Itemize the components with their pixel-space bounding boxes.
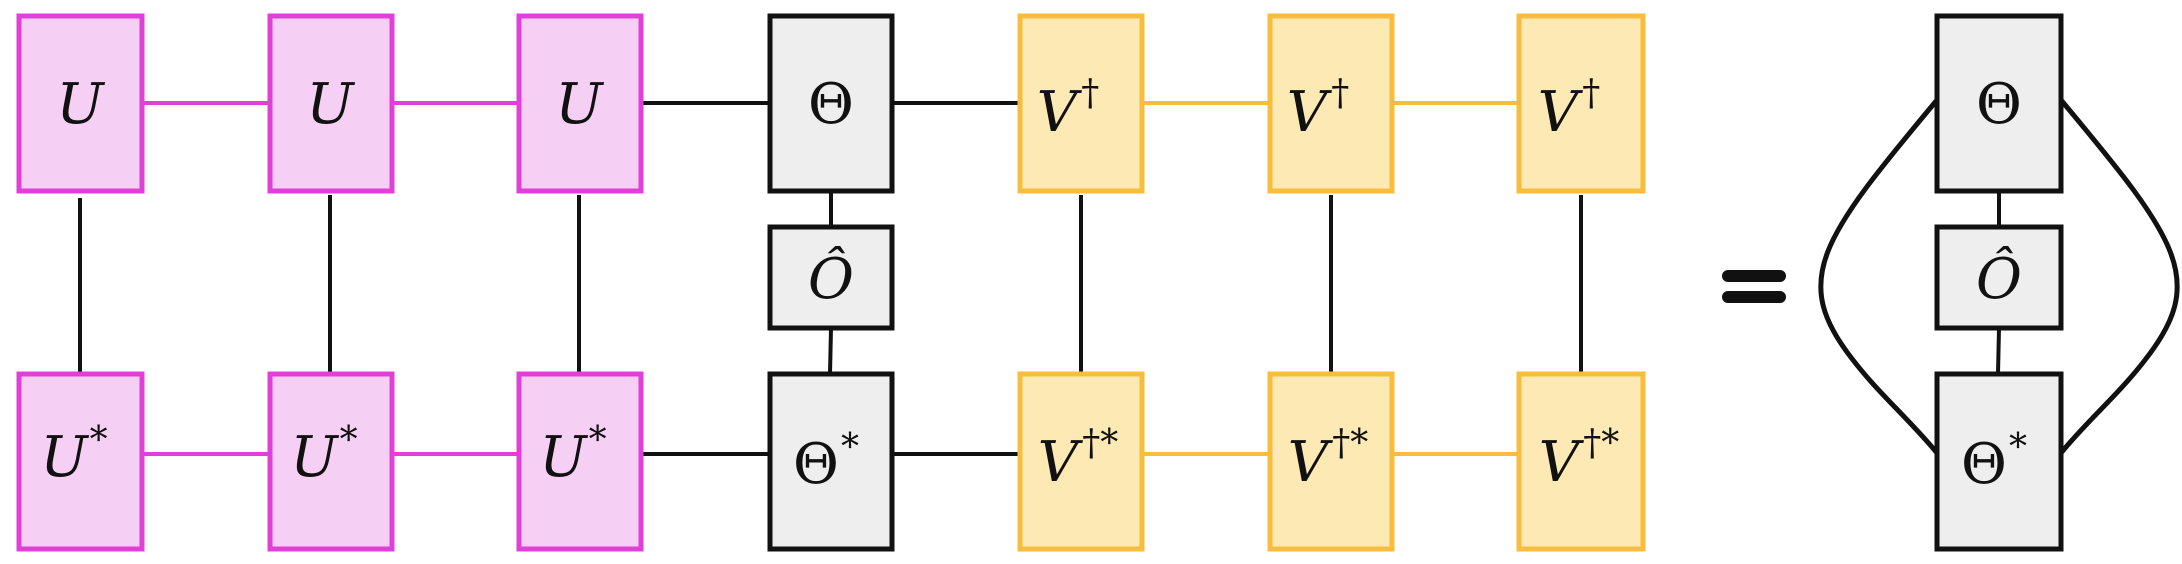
tensor-v-dagger-2: V† xyxy=(1267,13,1395,194)
tensor-u-2-box xyxy=(267,13,395,194)
tensor-u-3-label: U xyxy=(555,72,604,137)
tensor-theta-conj-base: Θ xyxy=(793,432,839,497)
tensor-v-dagger-3: V† xyxy=(1516,13,1646,194)
tensor-v-dagger-3-box xyxy=(1516,13,1646,194)
tensor-operator-box xyxy=(767,224,895,331)
tensor-v-dagger-3-base: V xyxy=(1538,80,1584,145)
tensor-v-dagger-conj-2-base: V xyxy=(1288,430,1334,495)
tensor-u-conj-1-sup: * xyxy=(90,420,108,461)
tensor-v-dagger-2-sup: † xyxy=(1331,73,1349,114)
tensor-v-dagger-2-base: V xyxy=(1287,80,1333,145)
tensor-u-conj-2-box xyxy=(267,371,395,552)
reduced-tensor-operator-box xyxy=(1934,224,2064,331)
tensor-u-conj-1-box xyxy=(16,371,145,552)
tensor-v-dagger-2-text: V† xyxy=(1287,73,1349,145)
tensor-v-dagger-1: V† xyxy=(1017,13,1145,194)
tensor-u-2-label: U xyxy=(306,72,355,137)
left-loop-bond xyxy=(1818,98,1939,455)
tensor-v-dagger-conj-2-box xyxy=(1267,371,1395,552)
tensor-u-conj-1-base: U xyxy=(40,425,89,490)
tensor-theta-conj-box xyxy=(767,371,895,552)
reduced-tensor-theta-conj-text: Θ* xyxy=(1961,427,2027,497)
equals-bar-top xyxy=(1722,270,1786,282)
equals-sign xyxy=(1722,270,1786,303)
tensor-u-conj-3-sup: * xyxy=(589,420,607,461)
reduced-bond-op-thetaconj xyxy=(1996,327,2001,375)
tensor-v-dagger-1-base: V xyxy=(1037,80,1083,145)
bond-op-thetaconj xyxy=(828,327,833,375)
tensor-v-dagger-conj-3: V†* xyxy=(1516,371,1646,552)
tensor-u-conj-3: U* xyxy=(516,371,644,552)
tensor-v-dagger-1-box xyxy=(1017,13,1145,194)
tensor-theta-conj: Θ* xyxy=(767,371,895,552)
tensor-u-conj-3-base: U xyxy=(539,425,588,490)
tensor-u-conj-2: U* xyxy=(267,371,395,552)
tensor-u-conj-2-text: U* xyxy=(290,420,357,490)
tensor-theta-box xyxy=(767,13,895,194)
tensor-v-dagger-3-text: V† xyxy=(1538,73,1600,145)
tensor-u-1-box xyxy=(16,13,145,194)
reduced-tensor-theta-conj-base: Θ xyxy=(1961,432,2007,497)
reduced-tensor-theta-box xyxy=(1934,13,2064,194)
tensor-u-conj-2-base: U xyxy=(290,425,339,490)
tensor-v-dagger-conj-2-text: V†* xyxy=(1288,423,1368,495)
tensor-theta-conj-sup: * xyxy=(841,427,859,468)
tensor-v-dagger-conj-3-base: V xyxy=(1539,430,1585,495)
tensor-u-1: U xyxy=(16,13,145,194)
reduced-network: Θ Ô Θ* xyxy=(1818,13,2180,552)
tensor-v-dagger-conj-3-box xyxy=(1516,371,1646,552)
tensor-operator-label: Ô xyxy=(808,245,854,312)
equals-bar-bottom xyxy=(1722,291,1786,303)
tensor-u-2: U xyxy=(267,13,395,194)
tensor-theta-conj-text: Θ* xyxy=(793,427,859,497)
tensor-u-conj-1-text: U* xyxy=(40,420,107,490)
reduced-tensor-operator: Ô xyxy=(1934,224,2064,331)
tensor-v-dagger-conj-2: V†* xyxy=(1267,371,1395,552)
right-loop-bond xyxy=(2059,98,2180,455)
tensor-v-dagger-conj-2-sup: †* xyxy=(1332,423,1368,464)
tensor-v-dagger-1-text: V† xyxy=(1037,73,1099,145)
reduced-tensor-theta-conj: Θ* xyxy=(1934,371,2064,552)
tensor-u-conj-2-sup: * xyxy=(340,420,358,461)
tensor-v-dagger-1-sup: † xyxy=(1081,73,1099,114)
tensor-u-conj-3-box xyxy=(516,371,644,552)
tensor-v-dagger-2-box xyxy=(1267,13,1395,194)
vertical-bonds xyxy=(78,191,1583,375)
tensor-u-3-box xyxy=(516,13,644,194)
tensor-operator: Ô xyxy=(767,224,895,331)
reduced-tensor-theta-label: Θ xyxy=(1976,72,2022,137)
tensor-u-conj-3-text: U* xyxy=(539,420,606,490)
tensor-theta-label: Θ xyxy=(808,72,854,137)
tensor-u-conj-1: U* xyxy=(16,371,145,552)
tensor-v-dagger-conj-1: V†* xyxy=(1017,371,1145,552)
tensor-v-dagger-conj-1-text: V†* xyxy=(1038,423,1118,495)
tensor-u-3: U xyxy=(516,13,644,194)
tensor-v-dagger-conj-3-sup: †* xyxy=(1583,423,1619,464)
tensor-u-1-label: U xyxy=(56,72,105,137)
tensor-theta: Θ xyxy=(767,13,895,194)
tensor-v-dagger-3-sup: † xyxy=(1582,73,1600,114)
tensor-v-dagger-conj-3-text: V†* xyxy=(1539,423,1619,495)
reduced-tensor-theta-conj-box xyxy=(1934,371,2064,552)
tensor-v-dagger-conj-1-sup: †* xyxy=(1082,423,1118,464)
tensor-v-dagger-conj-1-box xyxy=(1017,371,1145,552)
reduced-tensor-theta: Θ xyxy=(1934,13,2064,194)
reduced-tensor-operator-label: Ô xyxy=(1976,245,2022,312)
tensor-v-dagger-conj-1-base: V xyxy=(1038,430,1084,495)
reduced-tensor-theta-conj-sup: * xyxy=(2009,427,2027,468)
